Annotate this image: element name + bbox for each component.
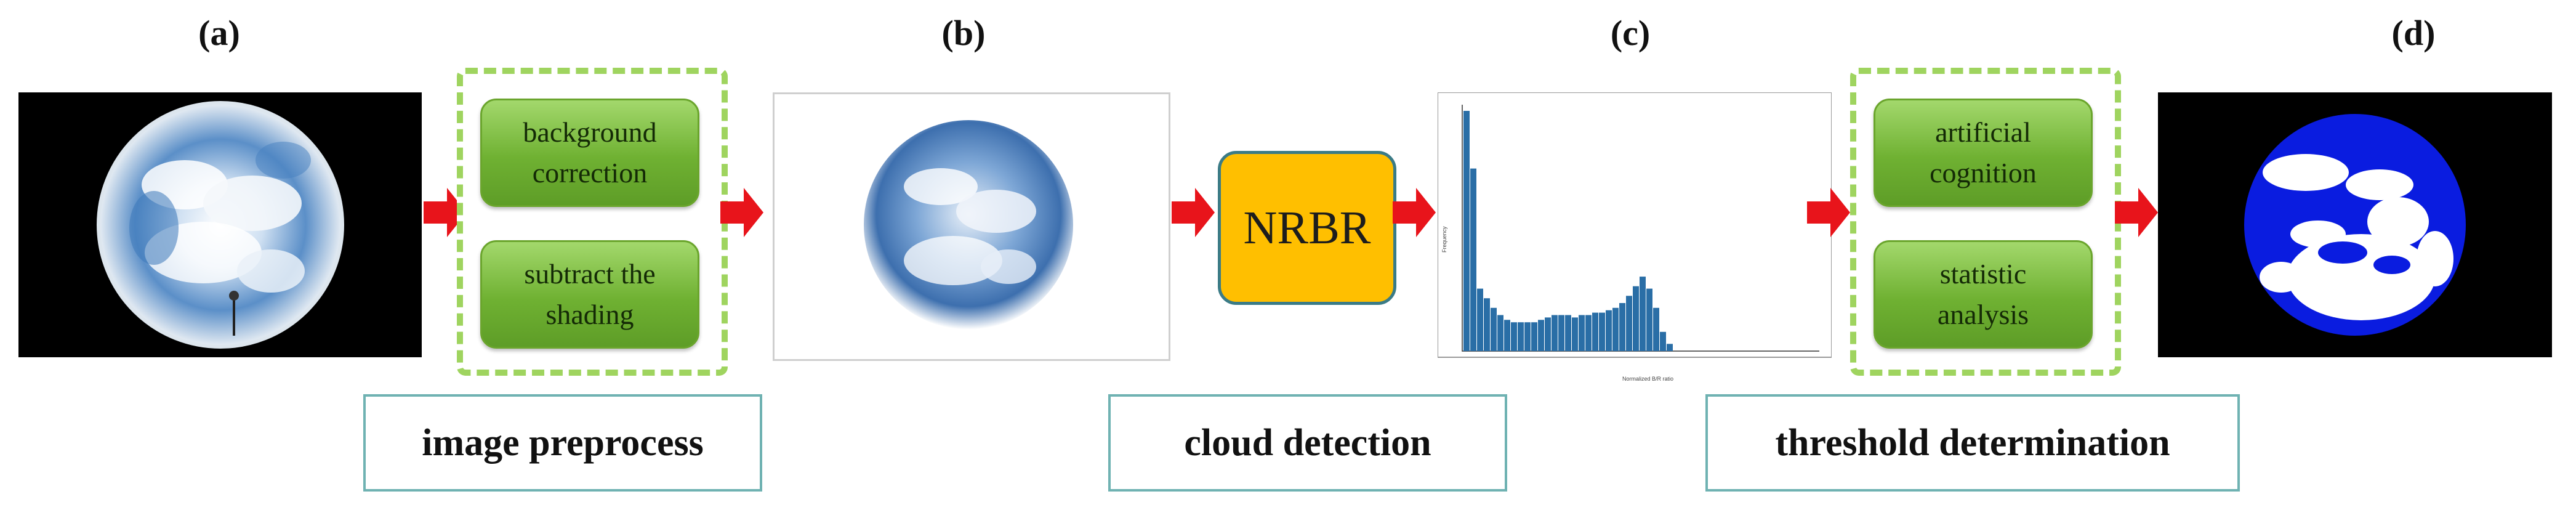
- original-sky-image: [18, 92, 422, 357]
- histogram-bar: [1545, 317, 1551, 351]
- cloud-mask-image: [2158, 92, 2552, 357]
- arrow-right-icon: [1172, 188, 1215, 237]
- histogram-y-label: Frequency: [1441, 226, 1447, 253]
- histogram-bar: [1511, 322, 1517, 351]
- histogram-bar: [1484, 298, 1490, 351]
- arrow-right-icon: [1393, 188, 1436, 237]
- panel-label-a: (a): [198, 13, 240, 53]
- artificial-cognition-step: artificial cognition: [1874, 99, 2093, 207]
- histogram-bar: [1565, 315, 1571, 351]
- histogram-bar: [1504, 320, 1510, 351]
- histogram-bar: [1470, 168, 1476, 351]
- histogram-bar: [1538, 320, 1544, 351]
- histogram-bar: [1660, 331, 1666, 351]
- histogram-bar: [1606, 310, 1612, 351]
- panel-label-c: (c): [1610, 13, 1651, 53]
- histogram-bar: [1518, 322, 1524, 351]
- fisheye-sky-photo: [97, 101, 344, 349]
- arrow-right-icon: [424, 188, 467, 237]
- histogram-bar: [1579, 315, 1585, 351]
- arrow-right-icon: [2115, 188, 2158, 237]
- binary-cloud-mask: [2244, 114, 2466, 336]
- histogram-bar: [1558, 315, 1564, 351]
- background-correction-step: background correction: [480, 99, 699, 207]
- histogram-bar: [1524, 322, 1531, 351]
- panel-label-d: (d): [2391, 13, 2436, 53]
- histogram-axes: [1462, 105, 1819, 352]
- arrow-right-icon: [720, 188, 763, 237]
- histogram-bar: [1633, 286, 1639, 351]
- corrected-sky-image: [773, 92, 1170, 361]
- histogram-bar: [1592, 312, 1598, 351]
- histogram-bar: [1667, 344, 1673, 351]
- nrbr-histogram: Frequency Normalized B/R ratio: [1437, 92, 1832, 382]
- corrected-sky-photo: [864, 120, 1073, 330]
- arrow-right-icon: [1807, 188, 1850, 237]
- histogram-bar: [1463, 111, 1470, 351]
- histogram-panel: Frequency Normalized B/R ratio: [1437, 92, 1832, 382]
- histogram-bar: [1619, 303, 1625, 351]
- histogram-bar: [1626, 296, 1632, 351]
- histogram-bar: [1572, 317, 1578, 351]
- stage-cloud-detection: cloud detection: [1108, 394, 1507, 492]
- nrbr-process-box: NRBR: [1218, 151, 1396, 305]
- histogram-bar: [1646, 288, 1652, 351]
- histogram-bar: [1585, 315, 1592, 351]
- stage-image-preprocess: image preprocess: [363, 394, 762, 492]
- histogram-bar: [1552, 315, 1558, 351]
- histogram-bar: [1491, 307, 1497, 351]
- panel-label-b: (b): [941, 13, 986, 53]
- histogram-bar: [1531, 322, 1537, 351]
- histogram-bar: [1653, 307, 1659, 351]
- histogram-bar: [1640, 277, 1646, 351]
- statistic-analysis-step: statistic analysis: [1874, 240, 2093, 349]
- histogram-x-label: Normalized B/R ratio: [1622, 376, 1673, 382]
- histogram-bar: [1497, 315, 1503, 351]
- stage-threshold-determination: threshold determination: [1705, 394, 2240, 492]
- histogram-bar: [1599, 312, 1605, 351]
- histogram-bar: [1612, 307, 1619, 351]
- histogram-bar: [1477, 288, 1483, 351]
- subtract-shading-step: subtract the shading: [480, 240, 699, 349]
